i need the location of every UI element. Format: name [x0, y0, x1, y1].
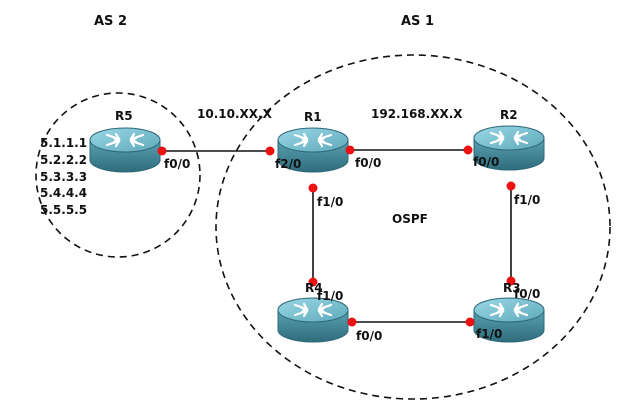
iface-label-r2-f00: f0/0 [473, 155, 499, 169]
iface-dot-r5-f00 [157, 146, 167, 156]
iface-dot-r3-f10 [465, 317, 475, 327]
iface-label-r1-f00: f0/0 [355, 156, 381, 170]
iface-dot-r3-f00 [506, 276, 516, 286]
iface-label-r3-f10: f1/0 [476, 327, 502, 341]
loopback-address: 5.4.4.4 [40, 186, 87, 200]
router-r5[interactable] [88, 126, 162, 174]
iface-dot-r4-f10 [308, 277, 318, 287]
router-r4[interactable] [276, 296, 350, 344]
iface-label-r1-f10: f1/0 [317, 195, 343, 209]
network-label-r5-r1: 10.10.XX.X [197, 107, 273, 121]
loopback-address: 5.1.1.1 [40, 136, 87, 150]
router-r2-name: R2 [500, 108, 518, 122]
router-r4-name: R4 [305, 281, 323, 295]
loopback-address: 5.5.5.5 [40, 203, 87, 217]
iface-dot-r1-f00 [345, 145, 355, 155]
router-r5-name: R5 [115, 109, 133, 123]
as1-label: AS 1 [401, 14, 434, 29]
iface-dot-r1-f10 [308, 183, 318, 193]
as2-label: AS 2 [94, 14, 127, 29]
loopback-address: 5.3.3.3 [40, 170, 87, 184]
iface-dot-r4-f00 [347, 317, 357, 327]
loopback-list: 5.1.1.1 5.2.2.2 5.3.3.3 5.4.4.4 5.5.5.5 [40, 136, 87, 217]
iface-dot-r2-f00 [463, 145, 473, 155]
ospf-label: OSPF [392, 212, 428, 226]
iface-dot-r1-f20 [265, 146, 275, 156]
iface-label-r2-f10: f1/0 [514, 193, 540, 207]
as2-boundary [35, 92, 201, 258]
iface-label-r4-f10: f1/0 [317, 289, 343, 303]
iface-label-r3-f00: f0/0 [514, 287, 540, 301]
iface-label-r5-f00: f0/0 [164, 157, 190, 171]
router-r3-name: R3 [503, 281, 521, 295]
iface-label-r1-f20: f2/0 [275, 157, 301, 171]
network-label-r1-r2: 192.168.XX.X [371, 107, 463, 121]
iface-dot-r2-f10 [506, 181, 516, 191]
iface-label-r4-f00: f0/0 [356, 329, 382, 343]
as1-boundary [215, 54, 611, 400]
loopback-address: 5.2.2.2 [40, 153, 87, 167]
router-r1-name: R1 [304, 110, 322, 124]
